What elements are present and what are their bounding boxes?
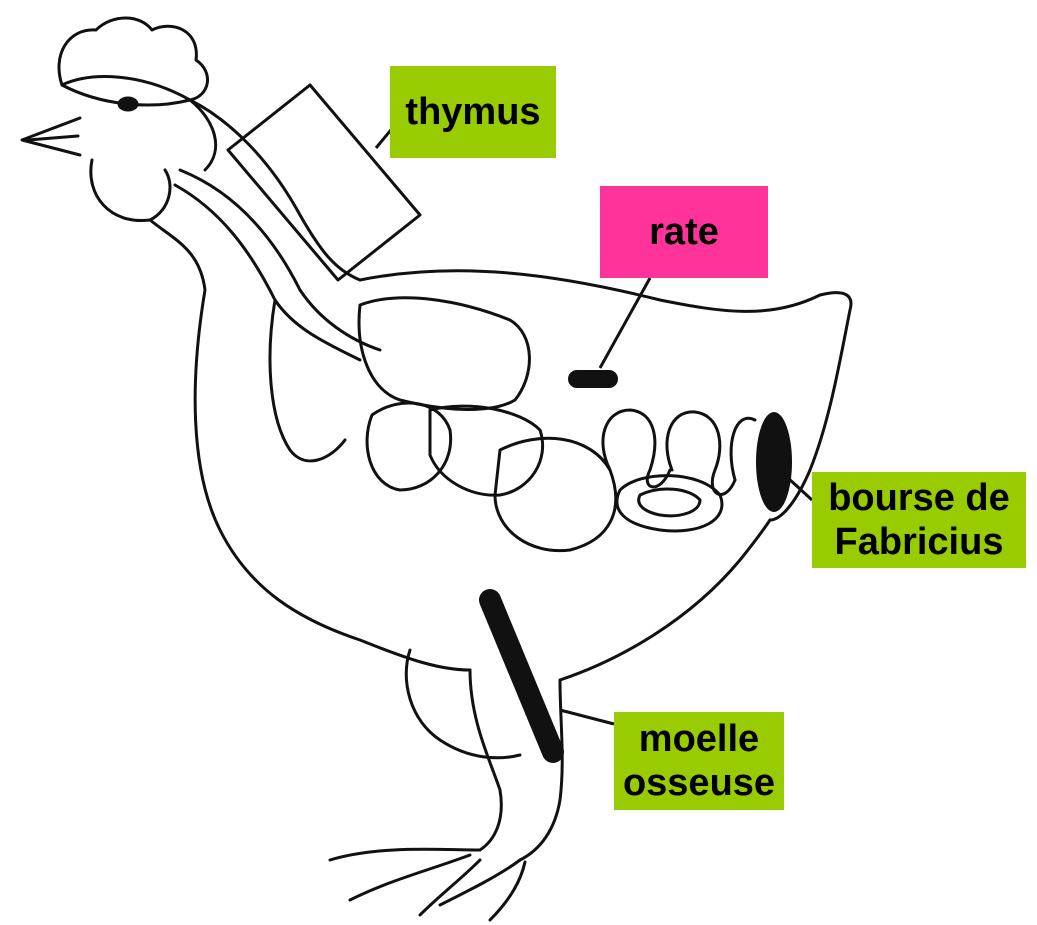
stomach [430, 406, 543, 495]
thigh [406, 650, 520, 758]
trachea [180, 170, 380, 350]
comb [59, 18, 207, 105]
label-bourse-line-2: Fabricius [835, 520, 1004, 564]
gizzard [367, 403, 451, 490]
bone-marrow-mark [490, 600, 553, 752]
label-moelle-line-2: osseuse [623, 761, 775, 805]
label-thymus: thymus [390, 66, 556, 158]
label-bourse-line-1: bourse de [828, 476, 1010, 520]
label-thymus-text: thymus [405, 90, 540, 134]
spleen-mark [568, 370, 618, 388]
leader-moelle [560, 710, 614, 724]
beak-line [28, 136, 78, 140]
belly-contour [560, 520, 770, 680]
eye [119, 98, 137, 110]
foot-left [330, 849, 480, 915]
intestine-mass [495, 438, 616, 550]
intestine-loop-3 [731, 418, 755, 480]
label-bourse-de-fabricius: bourse de Fabricius [812, 472, 1026, 568]
foot-right [440, 860, 525, 920]
chicken-head [62, 77, 216, 170]
label-rate: rate [600, 186, 768, 278]
breast-contour [150, 220, 470, 670]
leg-front [470, 670, 501, 850]
intestine-coil [617, 476, 722, 531]
bursa-mark [756, 412, 792, 512]
liver [359, 298, 529, 410]
label-moelle-line-1: moelle [639, 717, 759, 761]
label-rate-text: rate [649, 210, 719, 254]
intestine-coil-inner [639, 489, 700, 516]
wattle [91, 160, 170, 221]
label-moelle-osseuse: moelle osseuse [614, 712, 784, 810]
leader-bourse [788, 478, 812, 500]
